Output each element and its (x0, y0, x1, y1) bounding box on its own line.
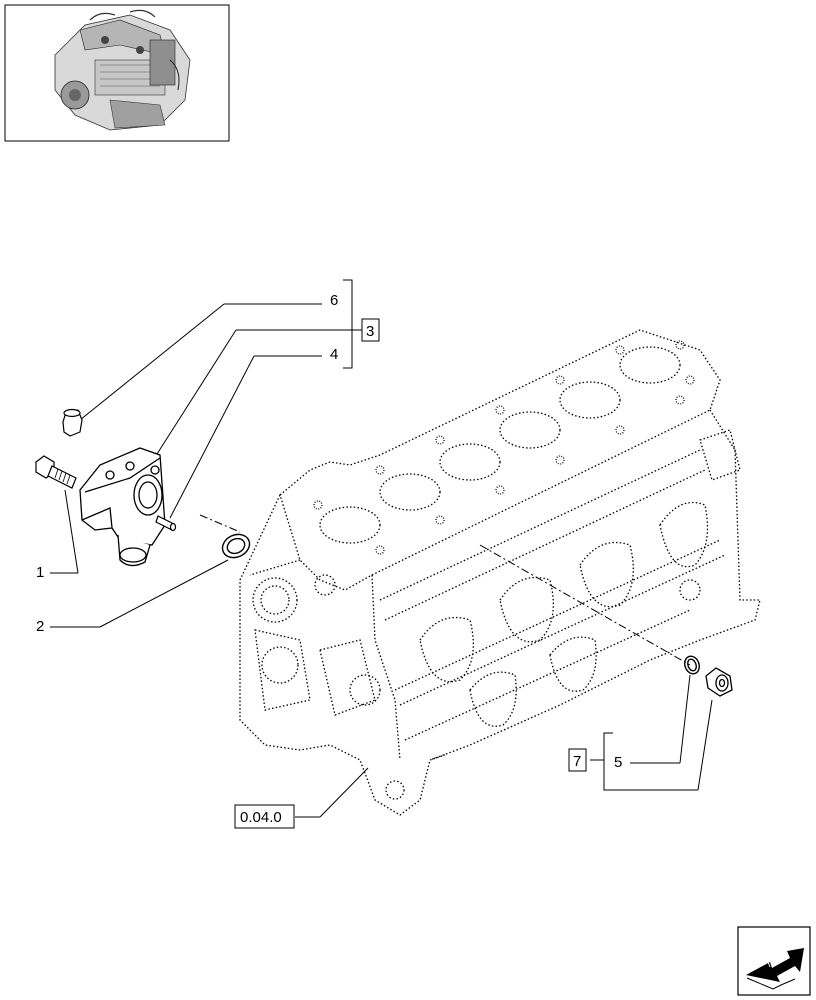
callout-7-box (568, 748, 587, 772)
callout-2: 2 (36, 618, 44, 635)
callout-3: 3 (366, 323, 374, 340)
part-4-pin (155, 515, 177, 532)
callout-1: 1 (36, 564, 44, 581)
part-3-thermostat-housing (79, 447, 166, 567)
callout-3-box (361, 318, 380, 342)
leader-lines (50, 279, 713, 818)
callout-6: 6 (330, 292, 338, 309)
callout-4: 4 (330, 346, 338, 363)
ref-block-box (234, 804, 295, 829)
callout-7: 7 (573, 753, 581, 770)
engine-thumbnail (4, 4, 230, 142)
part-7-plug (705, 667, 733, 697)
part-6-cap (62, 408, 83, 437)
part-2-oring (221, 533, 251, 559)
part-5-washer (684, 655, 700, 675)
callout-5: 5 (614, 754, 622, 771)
next-page-arrow-icon[interactable] (737, 926, 811, 996)
engine-block (239, 329, 761, 816)
part-1-bolt (35, 455, 77, 489)
ref-block-label[interactable]: 0.04.0 (240, 809, 282, 826)
